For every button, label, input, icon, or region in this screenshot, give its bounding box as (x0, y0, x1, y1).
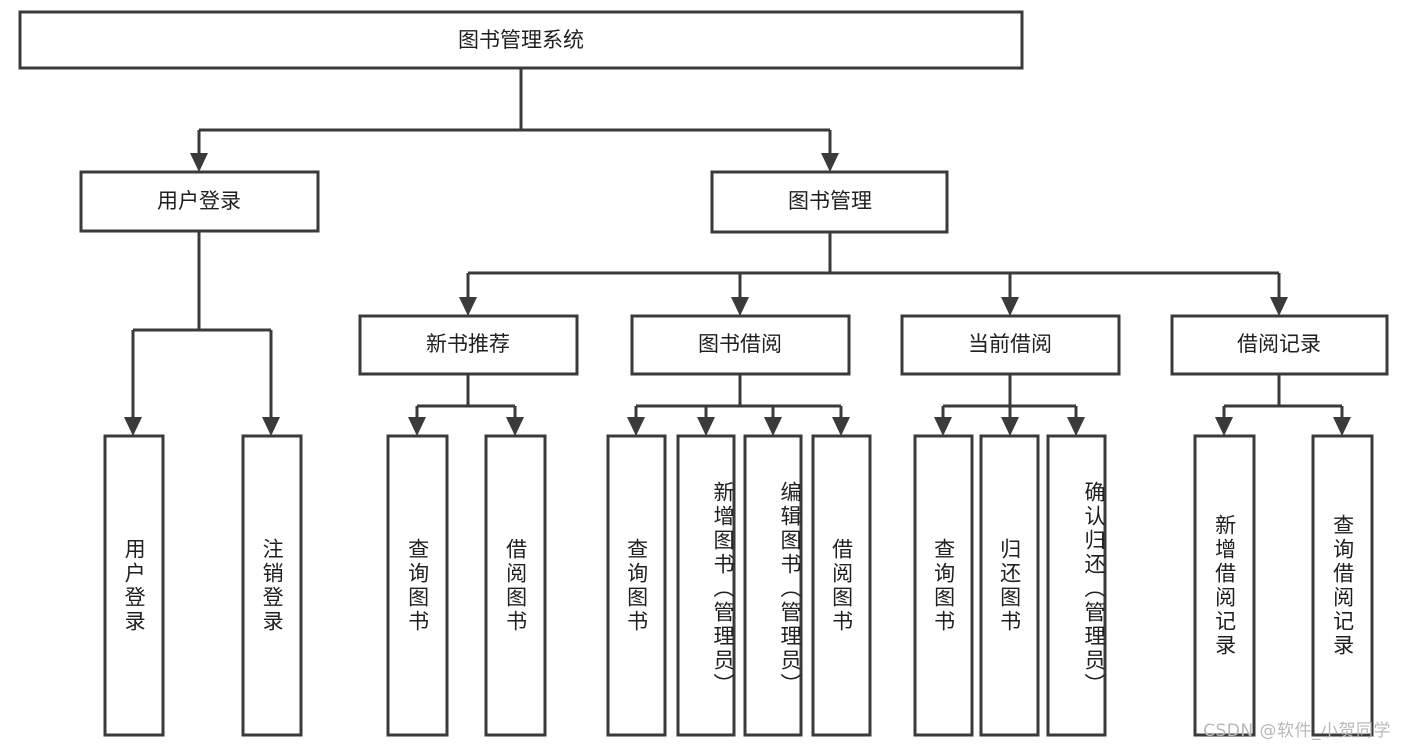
arrowhead-icon-leaf-borrow-book-recommend (506, 417, 524, 436)
arrowhead-icon-leaf-query-book-current (934, 417, 952, 436)
edge-new-book-recommend-to-leaves-bus (415, 374, 517, 424)
edge-user-login-to-leaves-bus (131, 231, 273, 424)
node-new-book-recommend[interactable]: 新书推荐 (358, 314, 579, 376)
node-leaf-query-borrow-record-box[interactable] (1311, 434, 1374, 737)
node-leaf-borrow-book-recommend-box[interactable] (484, 434, 547, 737)
arrowhead-icon-leaf-borrow-book (832, 417, 850, 436)
node-new-book-recommend-label: 新书推荐 (426, 332, 510, 356)
leaf-box-layer[interactable] (103, 434, 1374, 737)
node-leaf-query-book-borrow-box[interactable] (606, 434, 667, 737)
node-book-management-box[interactable] (710, 170, 949, 234)
arrowhead-icon-current-borrow (1001, 297, 1019, 316)
node-borrow-record[interactable]: 借阅记录 (1170, 314, 1389, 376)
arrowhead-icon-leaf-query-book-borrow (627, 417, 645, 436)
arrowhead-icon-leaf-logout (262, 417, 280, 436)
node-leaf-query-book-recommend-box[interactable] (386, 434, 449, 737)
arrowhead-icon-book-management (821, 153, 839, 172)
node-leaf-logout-box[interactable] (241, 434, 303, 737)
node-new-book-recommend-box[interactable] (358, 314, 579, 376)
arrowhead-icon-leaf-edit-book-admin (764, 417, 782, 436)
node-root-box[interactable] (18, 10, 1024, 70)
node-leaf-add-borrow-record-box[interactable] (1193, 434, 1256, 737)
csdn-watermark: CSDN @软件_小贺同学 (1203, 721, 1391, 741)
node-book-borrow[interactable]: 图书借阅 (630, 314, 851, 376)
node-leaf-query-book-current-box[interactable] (913, 434, 974, 737)
edge-book-borrow-to-leaves-bus (634, 374, 843, 424)
node-user-login-box[interactable] (79, 170, 320, 233)
connector-layer (131, 68, 1344, 424)
arrowhead-icon-leaf-user-login (124, 417, 142, 436)
node-leaf-return-book-box[interactable] (979, 434, 1040, 737)
node-book-borrow-box[interactable] (630, 314, 851, 376)
node-current-borrow-label: 当前借阅 (968, 332, 1052, 356)
edge-book-management-to-level2-bus (466, 232, 1281, 304)
node-book-management-label: 图书管理 (788, 189, 872, 213)
node-leaf-confirm-return-admin-box[interactable] (1046, 434, 1107, 737)
node-user-login[interactable]: 用户登录 (79, 170, 320, 233)
arrowhead-icon-book-borrow (731, 297, 749, 316)
arrowhead-icon-user-login (190, 153, 208, 172)
node-borrow-record-box[interactable] (1170, 314, 1389, 376)
arrowhead-layer (124, 153, 1351, 436)
arrowhead-icon-leaf-query-borrow-record (1333, 417, 1351, 436)
node-root[interactable]: 图书管理系统 (18, 10, 1024, 70)
node-book-borrow-label: 图书借阅 (698, 332, 782, 356)
arrowhead-icon-leaf-confirm-return-admin (1067, 417, 1085, 436)
edge-root-to-level1-bus (197, 68, 832, 160)
arrowhead-icon-leaf-add-borrow-record (1215, 417, 1233, 436)
node-current-borrow-box[interactable] (900, 314, 1121, 376)
node-current-borrow[interactable]: 当前借阅 (900, 314, 1121, 376)
node-book-management[interactable]: 图书管理 (710, 170, 949, 234)
node-leaf-edit-book-admin-box[interactable] (743, 434, 803, 737)
edge-borrow-record-to-leaves-bus (1222, 374, 1344, 424)
edge-current-borrow-to-leaves-bus (941, 374, 1078, 424)
node-leaf-user-login-box[interactable] (103, 434, 165, 737)
arrowhead-icon-new-book-recommend (459, 297, 477, 316)
arrowhead-icon-leaf-add-book-admin (697, 417, 715, 436)
node-borrow-record-label: 借阅记录 (1237, 332, 1321, 356)
node-leaf-borrow-book-box[interactable] (811, 434, 872, 737)
node-leaf-add-book-admin-box[interactable] (676, 434, 736, 737)
arrowhead-icon-leaf-return-book (1001, 417, 1019, 436)
node-root-label: 图书管理系统 (458, 28, 584, 52)
node-user-login-label: 用户登录 (157, 189, 241, 213)
arrowhead-icon-borrow-record (1270, 297, 1288, 316)
arrowhead-icon-leaf-query-book-recommend (408, 417, 426, 436)
